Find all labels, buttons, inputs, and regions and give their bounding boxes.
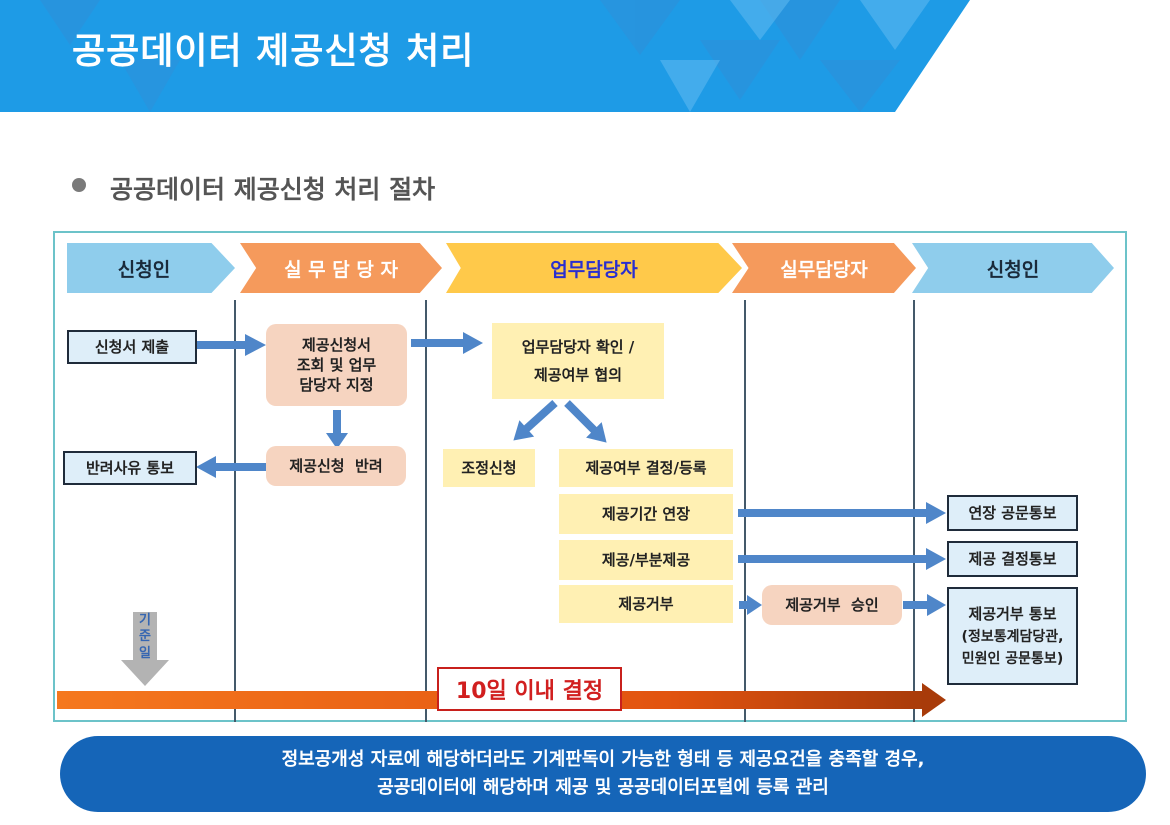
arrow-left: [196, 456, 266, 478]
diagram-frame: [53, 231, 1127, 722]
period-extension-box: 제공기간 연장: [559, 494, 733, 534]
arrow-right: [903, 594, 946, 616]
refusal-approval-box: 제공거부 승인: [762, 585, 902, 625]
lane-label: 업무담당자: [550, 258, 638, 281]
bullet-icon: [72, 178, 86, 192]
lane-divider: [425, 300, 427, 722]
adjust-request-box: 조정신청: [443, 449, 535, 487]
deadline-label: 10일 이내 결정: [437, 667, 622, 711]
lane-header-practical-1: 실 무 담 당 자: [240, 243, 442, 293]
arrow-diagonal: [564, 400, 607, 443]
footer-note-banner: 정보공개성 자료에 해당하더라도 기계판독이 가능한 형태 등 제공요건을 충족…: [60, 736, 1146, 812]
provide-decision-box: 제공여부 결정/등록: [559, 449, 733, 487]
arrow-right: [738, 502, 946, 524]
lane-header-applicant-2: 신청인: [912, 243, 1114, 293]
arrow-down: [326, 410, 348, 449]
lane-header-practical-2: 실무담당자: [732, 243, 916, 293]
application-review-box: 제공신청서 조회 및 업무 담당자 지정: [266, 324, 407, 406]
lane-label: 실무담당자: [780, 258, 868, 281]
application-reject-box: 제공신청 반려: [266, 446, 406, 486]
base-date-arrow: [121, 612, 169, 686]
lane-label: 신청인: [986, 258, 1040, 281]
page-title: 공공데이터 제공신청 처리: [72, 31, 475, 72]
lane-header-business: 업무담당자: [446, 243, 742, 293]
lane-header-applicant-1: 신청인: [67, 243, 235, 293]
arrow-right: [411, 332, 483, 354]
partial-provide-box: 제공/부분제공: [559, 540, 733, 580]
base-date-label: 기 준 일: [139, 613, 151, 661]
lane-label: 실 무 담 당 자: [284, 258, 398, 281]
extension-notice-box: 연장 공문통보: [947, 495, 1078, 531]
header-banner: [0, 0, 970, 112]
decision-notice-box: 제공 결정통보: [947, 541, 1078, 577]
arrow-right: [739, 595, 762, 615]
application-submit-box: 신청서 제출: [67, 330, 197, 364]
footer-note-line: 공공데이터에 해당하며 제공 및 공공데이터포털에 등록 관리: [377, 777, 829, 798]
arrow-diagonal: [513, 400, 558, 441]
arrow-right: [738, 548, 946, 570]
manager-confirm-box: 업무담당자 확인 / 제공여부 협의: [492, 323, 664, 399]
refusal-notice-box: 제공거부 통보 (정보통계담당관, 민원인 공문통보): [947, 587, 1078, 685]
footer-note-line: 정보공개성 자료에 해당하더라도 기계판독이 가능한 형태 등 제공요건을 충족…: [281, 749, 925, 771]
lane-label: 신청인: [117, 258, 171, 281]
rejection-notice-box: 반려사유 통보: [63, 451, 197, 485]
arrow-right: [197, 334, 266, 356]
lane-divider: [234, 300, 236, 722]
provide-refusal-box: 제공거부: [559, 585, 733, 623]
section-subtitle: 공공데이터 제공신청 처리 절차: [110, 175, 436, 204]
